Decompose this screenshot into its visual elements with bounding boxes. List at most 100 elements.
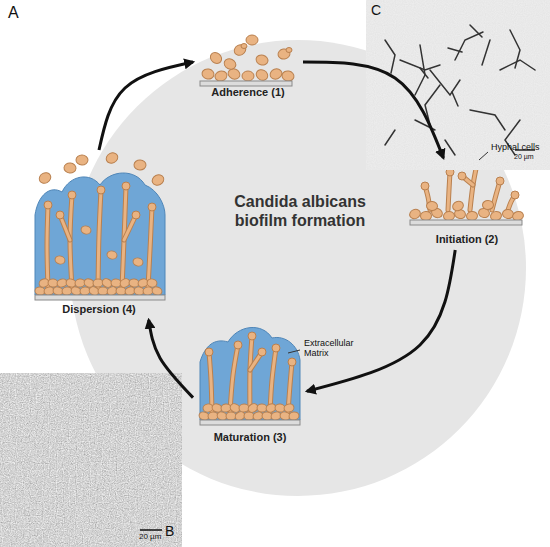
yeast-cell [222,57,237,71]
micrograph-c [366,0,550,170]
yeast-cell [288,411,299,421]
yeast-cell [234,341,242,349]
yeast-cell [37,171,52,186]
hypha [209,352,212,412]
hypha [148,207,152,288]
micrograph-b [0,373,182,547]
stage-illustrations [34,35,524,425]
stage-label: Initiation (2) [436,233,498,246]
yeast-cell [242,71,254,81]
scale-bar [515,149,535,151]
yeast-cell [451,200,465,212]
yeast-cell [44,201,52,209]
yeast-cell [208,50,224,65]
yeast-cell [76,155,88,165]
cycle-arrow [99,62,193,150]
yeast-cell [511,191,519,199]
scale-label: 20 µm [514,153,534,161]
hypha [47,205,48,288]
yeast-cell [496,177,504,185]
stage-node: Initiation (2) [408,158,526,250]
yeast-cell [132,211,140,219]
yeast-cell [458,172,466,180]
hypha-outline [148,207,152,288]
stage-node: Adherence (1) [193,40,303,103]
yeast-cell [426,201,438,211]
hypha-outline [209,352,212,412]
hypha-outline [230,345,238,412]
hypha-outline [98,190,101,288]
yeast-cell [232,43,247,58]
panel-letter: A [8,4,19,22]
adherence-illustration [200,35,295,86]
hypha [230,345,238,412]
yeast-cell [246,35,258,45]
yeast-cell [98,287,108,295]
maturation-illustration [198,327,300,425]
yeast-cell [104,151,119,165]
stage-node: Dispersion (4) [28,150,170,320]
yeast-cell [283,403,295,414]
yeast-cell [54,255,66,265]
stage-label: Maturation (3) [214,431,287,444]
panel-letter: B [165,524,174,539]
yeast-cell [68,191,76,199]
yeast-cell [482,200,493,209]
yeast-cell [205,348,213,356]
yeast-cell [241,44,247,49]
stage-label: Adherence (1) [211,86,284,99]
yeast-cell [122,182,130,190]
stage-label: Dispersion (4) [62,303,135,316]
yeast-cell [106,250,118,260]
dispersion-illustration [34,151,165,300]
yeast-cell [258,348,266,356]
yeast-cell [281,70,295,82]
yeast-cell [148,203,156,211]
yeast-cell [244,412,254,421]
hypha-outline [250,336,252,412]
yeast-cell [420,211,431,220]
stage-node: Maturation (3) [193,322,307,448]
hypha [448,172,450,210]
yeast-cell [248,332,256,340]
leader-line [479,152,488,160]
diagram-title: Candida albicans biofilm formation [222,192,378,230]
panel-letter: C [371,3,381,18]
yeast-cell [421,182,429,190]
hypha [98,190,101,288]
substrate-surface [35,295,165,300]
substrate-surface [200,420,300,425]
extracellular-matrix [200,327,300,420]
yeast-cell [286,48,292,53]
yeast-cell [64,162,77,173]
yeast-cell [408,208,422,221]
yeast-cell [132,257,144,267]
yeast-cell [80,287,91,296]
callout-label: Extracellular Matrix [304,339,364,359]
hypha [250,336,252,412]
yeast-cell [97,186,105,194]
substrate-surface [410,220,522,225]
hypha-outline [448,172,450,210]
yeast-cell [93,279,104,288]
yeast-cell [239,404,249,412]
extracellular-matrix [35,173,165,295]
substrate-surface [200,81,292,86]
yeast-cell [226,412,236,421]
cycle-arrow [307,250,455,391]
yeast-cell [288,358,296,366]
yeast-cell [134,160,147,171]
scale-label: 20 µm [139,533,161,542]
hypha-outline [270,348,276,412]
yeast-cell [80,225,92,235]
yeast-cell [201,68,215,80]
cycle-arrow [149,320,193,398]
cycle-arrow [303,62,443,158]
yeast-cell [254,68,269,83]
yeast-cell [56,211,64,219]
yeast-cell [111,279,121,287]
